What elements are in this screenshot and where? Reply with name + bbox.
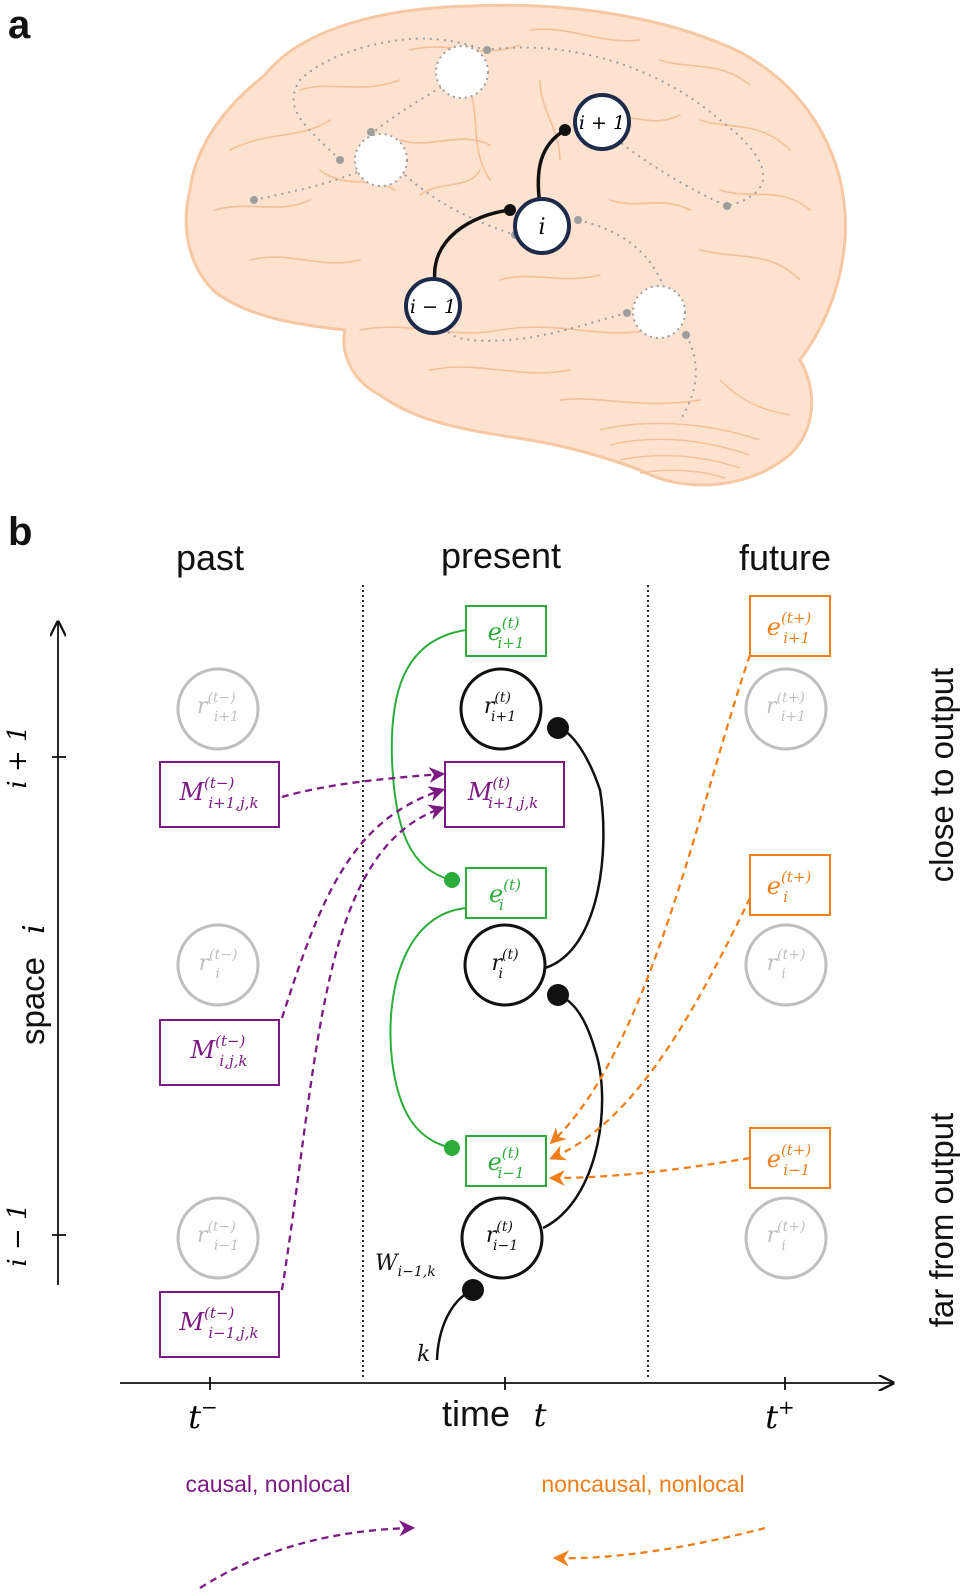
x-axis-title-var: t xyxy=(534,1396,547,1434)
svg-text:r(t)i: r(t)i xyxy=(491,947,518,982)
future-error-middle: e(t+)i xyxy=(749,854,831,916)
svg-text:e(t+)i: e(t+)i xyxy=(767,868,812,906)
svg-text:space: space xyxy=(14,957,51,1045)
legend-causal-label: causal, nonlocal xyxy=(186,1471,351,1497)
svg-text:r(t−)i: r(t−)i xyxy=(199,947,238,982)
brain-node-lower: i − 1 xyxy=(404,277,462,335)
svg-text:r(t+)i+1: r(t+)i+1 xyxy=(766,690,806,725)
svg-text:e(t+)i+1: e(t+)i+1 xyxy=(767,609,812,647)
y-axis-title: space i xyxy=(14,924,52,1045)
causal-arrows xyxy=(280,766,446,1291)
active-pathway xyxy=(432,128,566,283)
svg-text:e(t)i+1: e(t)i+1 xyxy=(488,614,525,652)
present-rate-middle: r(t)i xyxy=(463,923,547,1007)
svg-text:M(t−)i+1,j,k: M(t−)i+1,j,k xyxy=(178,774,258,812)
future-rate-middle: r(t+)i xyxy=(744,923,828,1007)
svg-text:r(t−)i+1: r(t−)i+1 xyxy=(197,690,239,725)
future-rate-lower: r(t+)i xyxy=(744,1196,828,1280)
svg-text:close to output: close to output xyxy=(923,668,960,883)
input-weight-label: Wi−1,k xyxy=(375,1251,436,1280)
column-header-future: future xyxy=(739,537,831,578)
svg-text:M(t−)i−1,j,k: M(t−)i−1,j,k xyxy=(178,1304,258,1342)
past-memory-lower: M(t−)i−1,j,k xyxy=(159,1291,280,1358)
svg-text:M(t)i+1,j,k: M(t)i+1,j,k xyxy=(467,774,539,812)
svg-text:e(t)i: e(t)i xyxy=(489,876,521,914)
cerebellum-texture xyxy=(599,379,791,479)
column-header-past: past xyxy=(176,537,244,578)
svg-text:r(t−)i−1: r(t−)i−1 xyxy=(197,1219,239,1254)
past-rate-lower: r(t−)i−1 xyxy=(176,1196,260,1280)
svg-text:r(t+)i: r(t+)i xyxy=(767,1219,806,1254)
side-label-far-from-output: far from output xyxy=(923,1113,960,1328)
present-rate-upper: r(t)i+1 xyxy=(459,667,543,751)
past-rate-upper: r(t−)i+1 xyxy=(176,667,260,751)
input-source-label: k xyxy=(417,1342,430,1367)
x-axis-title: time xyxy=(442,1393,510,1434)
brain-outline xyxy=(184,3,847,487)
future-error-upper: e(t+)i+1 xyxy=(749,595,831,657)
past-memory-middle: M(t−)i,j,k xyxy=(159,1019,280,1086)
legend-noncausal-arrow xyxy=(552,1526,766,1567)
y-tick-label-upper: i + 1 xyxy=(3,725,33,788)
error-synapses xyxy=(444,872,460,1156)
panel-label-a: a xyxy=(8,3,31,47)
present-error-lower: e(t)i−1 xyxy=(465,1135,547,1187)
column-header-present: present xyxy=(441,535,561,576)
svg-text:r(t+)i: r(t+)i xyxy=(767,947,806,982)
svg-text:far from output: far from output xyxy=(923,1113,960,1328)
present-error-middle: e(t)i xyxy=(465,867,547,919)
future-rate-upper: r(t+)i+1 xyxy=(744,667,828,751)
svg-text:e(t+)i−1: e(t+)i−1 xyxy=(767,1141,812,1179)
past-memory-upper: M(t−)i+1,j,k xyxy=(159,761,280,828)
brain-node-lower-label: i − 1 xyxy=(410,296,456,318)
present-error-upper: e(t)i+1 xyxy=(465,605,547,657)
error-feedback-connections xyxy=(389,629,467,1149)
brain-node-upper-label: i + 1 xyxy=(579,112,625,134)
future-error-lower: e(t+)i−1 xyxy=(749,1127,831,1189)
past-rate-middle: r(t−)i xyxy=(176,923,260,1007)
svg-text:e(t)i−1: e(t)i−1 xyxy=(488,1144,525,1182)
brain-node-middle-label: i xyxy=(538,215,545,240)
present-synapses xyxy=(462,717,569,1301)
brain-sulci xyxy=(214,28,811,405)
noncausal-arrows xyxy=(548,654,752,1187)
brain-illustration xyxy=(184,3,847,487)
active-synapses xyxy=(504,124,571,216)
svg-text:M(t−)i,j,k: M(t−)i,j,k xyxy=(190,1032,248,1070)
present-memory-upper: M(t)i+1,j,k xyxy=(444,761,565,828)
faded-units xyxy=(354,45,686,339)
panel-label-b: b xyxy=(8,510,32,554)
x-axis: t− t+ time t xyxy=(120,1377,893,1436)
y-axis: i + 1 i − 1 space i xyxy=(3,622,66,1285)
svg-text:r(t)i−1: r(t)i−1 xyxy=(486,1219,518,1254)
legend-noncausal-label: noncausal, nonlocal xyxy=(541,1471,744,1497)
brain-node-upper: i + 1 xyxy=(573,93,631,151)
svg-text:i: i xyxy=(17,924,52,934)
y-tick-label-lower: i − 1 xyxy=(3,1203,33,1266)
x-tick-label-future: t+ xyxy=(765,1395,795,1436)
brain-node-middle: i xyxy=(513,197,571,255)
x-tick-label-past: t− xyxy=(188,1395,218,1436)
present-rate-lower: r(t)i−1 xyxy=(460,1196,544,1280)
side-label-close-to-output: close to output xyxy=(923,668,960,883)
legend-causal-arrow xyxy=(199,1520,416,1589)
svg-text:r(t)i+1: r(t)i+1 xyxy=(484,690,516,725)
